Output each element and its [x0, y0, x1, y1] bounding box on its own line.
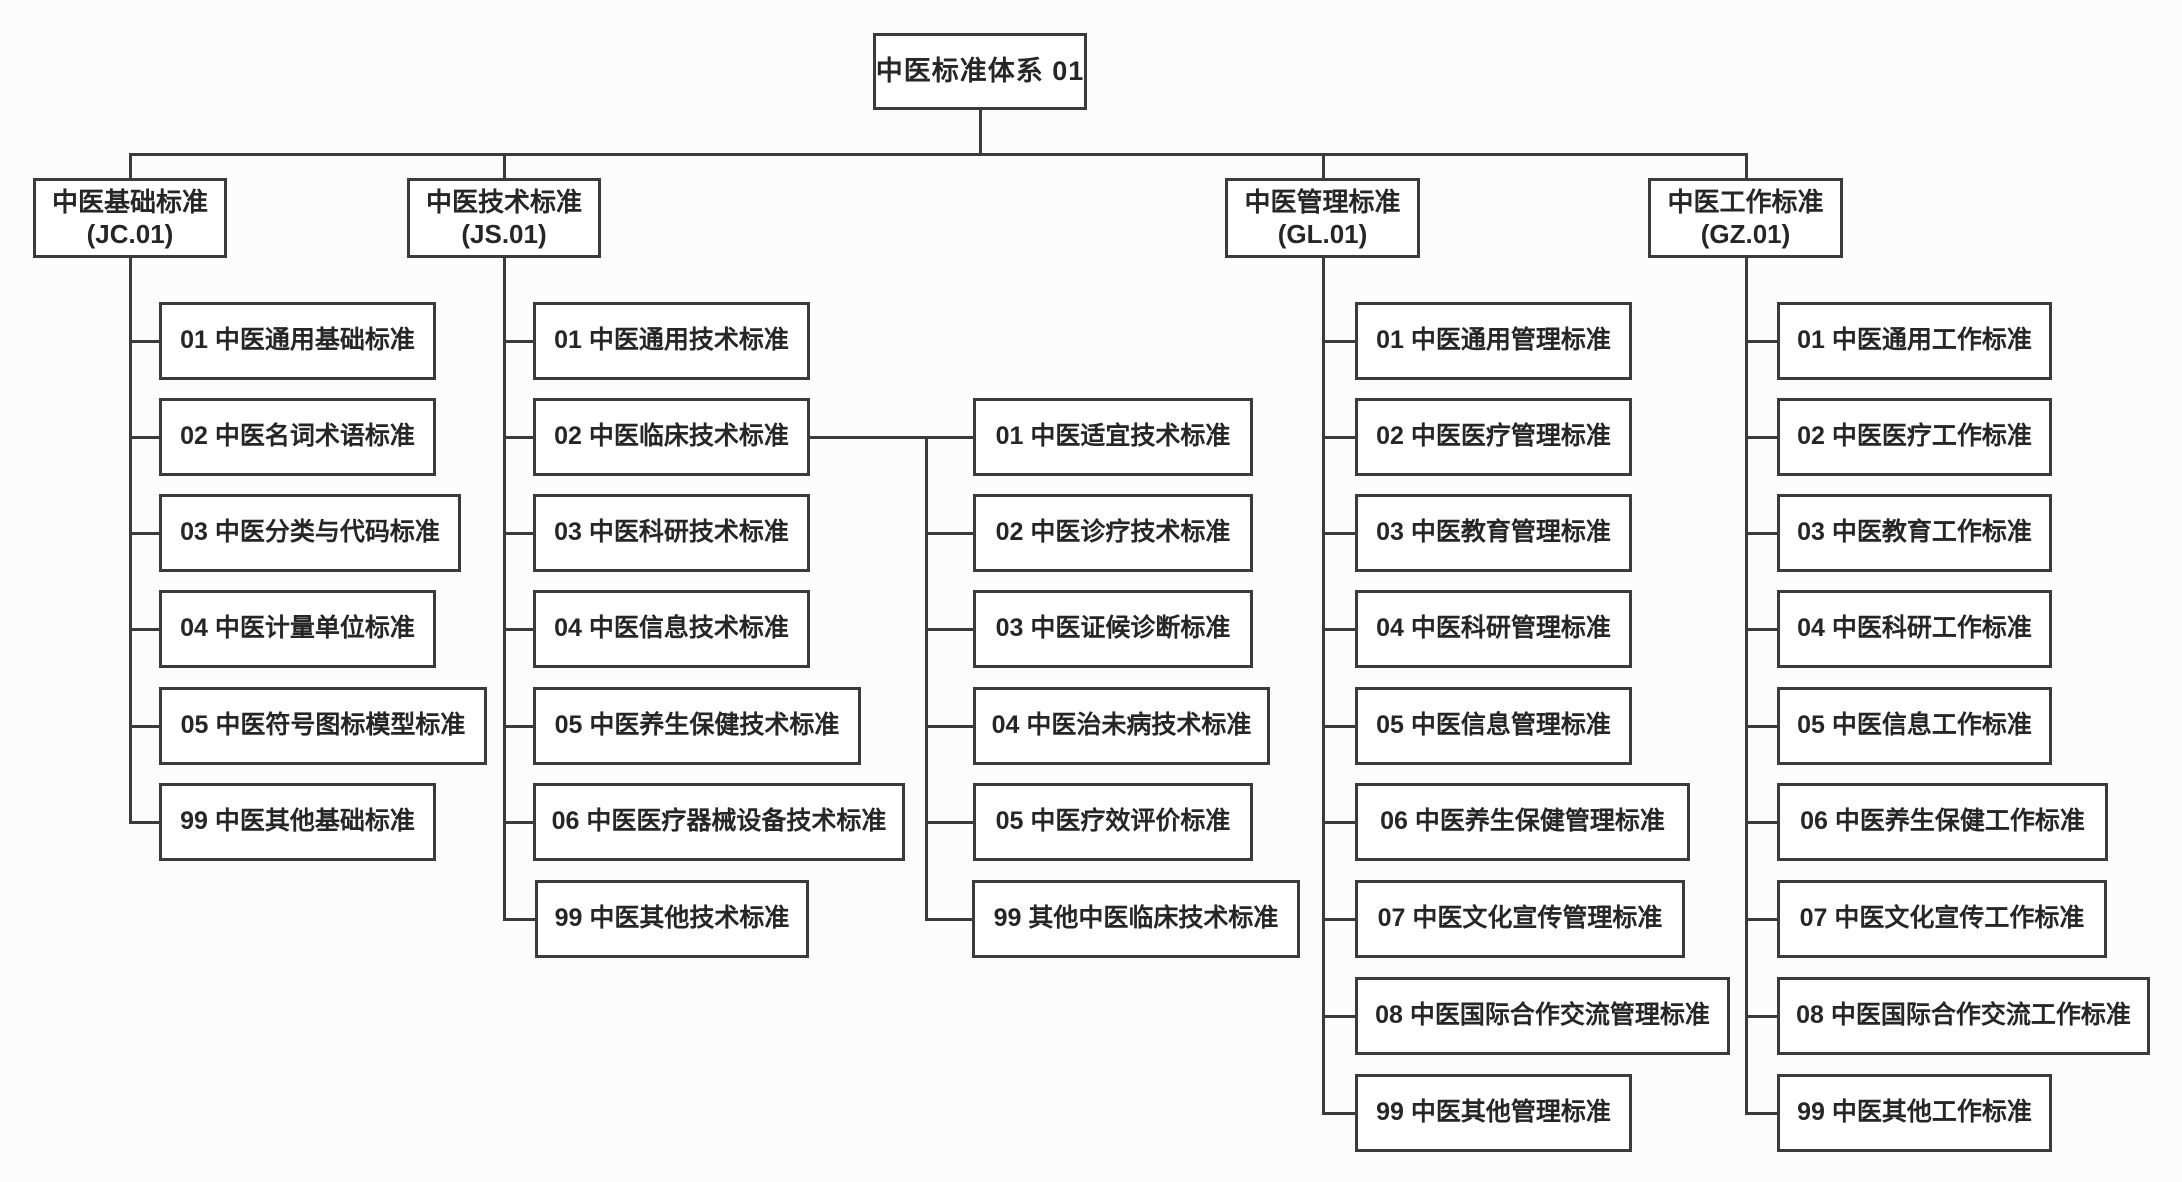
node-gl01-08: 08 中医国际合作交流管理标准 [1355, 977, 1730, 1055]
node-gz01-03: 03 中医教育工作标准 [1777, 494, 2052, 572]
node-gz01-04: 04 中医科研工作标准 [1777, 590, 2052, 668]
node-js01-02-sub-02: 02 中医诊疗技术标准 [973, 494, 1253, 572]
connector-line [1744, 257, 1748, 1114]
node-js01-02-sub-04: 04 中医治未病技术标准 [973, 687, 1270, 765]
branch-label-line: 中医技术标准 [425, 186, 582, 217]
node-js01-02-sub-01: 01 中医适宜技术标准 [973, 398, 1253, 476]
connector-line [1321, 436, 1356, 439]
connector-line [129, 628, 160, 631]
node-gz01-02: 02 中医医疗工作标准 [1777, 398, 2052, 476]
node-js01-04: 04 中医信息技术标准 [533, 590, 810, 668]
connector-line [129, 340, 160, 343]
node-gl01-99: 99 中医其他管理标准 [1355, 1074, 1632, 1152]
connector-line [503, 821, 534, 824]
branch-label-line: (GZ.01) [1700, 219, 1791, 249]
node-js01-02: 02 中医临床技术标准 [533, 398, 810, 476]
node-jc01-99: 99 中医其他基础标准 [159, 783, 436, 861]
connector-line [503, 257, 506, 920]
connector-line [129, 725, 160, 728]
node-js01-02-sub-05: 05 中医疗效评价标准 [973, 783, 1253, 861]
node-js01-99: 99 中医其他技术标准 [535, 880, 809, 958]
connector-line [503, 628, 534, 631]
connector-line [1321, 918, 1356, 921]
connector-line [1744, 436, 1778, 439]
connector-line [1744, 532, 1778, 535]
connector-line [1321, 1112, 1356, 1115]
branch-node-js01: 中医技术标准(JS.01) [407, 178, 601, 258]
connector-line [1744, 340, 1778, 343]
branch-label-line: (JC.01) [86, 219, 174, 249]
branch-label-line: 中医工作标准 [1667, 186, 1824, 217]
branch-label-line: 中医管理标准 [1244, 186, 1401, 217]
node-gl01-07: 07 中医文化宣传管理标准 [1355, 880, 1685, 958]
node-jc01-02: 02 中医名词术语标准 [159, 398, 436, 476]
connector-line [1744, 918, 1778, 921]
node-gz01-06: 06 中医养生保健工作标准 [1777, 783, 2108, 861]
connector-line [503, 918, 536, 921]
connector-line [129, 153, 132, 179]
connector-line [1321, 153, 1325, 179]
connector-line [925, 436, 974, 439]
branch-label-line: 中医基础标准 [51, 186, 208, 217]
connector-line [503, 725, 534, 728]
connector-line [1744, 725, 1778, 728]
connector-line [129, 436, 160, 439]
connector-line [925, 628, 974, 631]
connector-line [1744, 153, 1748, 179]
node-gz01-05: 05 中医信息工作标准 [1777, 687, 2052, 765]
connector-line [503, 532, 534, 535]
node-js01-06: 06 中医医疗器械设备技术标准 [533, 783, 905, 861]
connector-line [503, 340, 534, 343]
branch-label-line: (GL.01) [1277, 219, 1368, 249]
node-gl01-06: 06 中医养生保健管理标准 [1355, 783, 1690, 861]
node-gl01-05: 05 中医信息管理标准 [1355, 687, 1632, 765]
connector-line [1744, 1112, 1778, 1115]
connector-line [1321, 821, 1356, 824]
connector-line [129, 153, 1746, 156]
node-js01-05: 05 中医养生保健技术标准 [533, 687, 861, 765]
node-js01-03: 03 中医科研技术标准 [533, 494, 810, 572]
connector-line [925, 532, 974, 535]
node-gz01-01: 01 中医通用工作标准 [1777, 302, 2052, 380]
connector-line [1321, 628, 1356, 631]
connector-line [1744, 821, 1778, 824]
node-jc01-04: 04 中医计量单位标准 [159, 590, 436, 668]
node-gz01-08: 08 中医国际合作交流工作标准 [1777, 977, 2150, 1055]
node-jc01-05: 05 中医符号图标模型标准 [159, 687, 487, 765]
node-js01-02-sub-99: 99 其他中医临床技术标准 [972, 880, 1300, 958]
connector-line [925, 918, 973, 921]
node-jc01-03: 03 中医分类与代码标准 [159, 494, 461, 572]
connector-line [129, 257, 132, 823]
branch-node-jc01: 中医基础标准(JC.01) [33, 178, 227, 258]
node-gl01-04: 04 中医科研管理标准 [1355, 590, 1632, 668]
connector-line [503, 436, 534, 439]
connector-line [979, 109, 982, 155]
branch-node-gl01: 中医管理标准(GL.01) [1225, 178, 1420, 258]
connector-line [1744, 628, 1778, 631]
node-gl01-02: 02 中医医疗管理标准 [1355, 398, 1632, 476]
connector-line [1321, 725, 1356, 728]
node-gz01-07: 07 中医文化宣传工作标准 [1777, 880, 2107, 958]
connector-line [1744, 1015, 1778, 1018]
root-node: 中医标准体系 01 [873, 33, 1087, 110]
connector-line [129, 532, 160, 535]
node-js01-01: 01 中医通用技术标准 [533, 302, 810, 380]
branch-node-gz01: 中医工作标准(GZ.01) [1648, 178, 1843, 258]
connector-line [925, 436, 928, 920]
connector-line [1321, 340, 1356, 343]
node-jc01-01: 01 中医通用基础标准 [159, 302, 436, 380]
node-gl01-01: 01 中医通用管理标准 [1355, 302, 1632, 380]
connector-line [925, 725, 974, 728]
node-gl01-03: 03 中医教育管理标准 [1355, 494, 1632, 572]
connector-line [1321, 532, 1356, 535]
connector-line [1321, 257, 1325, 1114]
node-js01-02-sub-03: 03 中医证候诊断标准 [973, 590, 1253, 668]
branch-label-line: (JS.01) [461, 219, 547, 249]
connector-line [925, 821, 974, 824]
connector-line [129, 821, 160, 824]
connector-line [809, 436, 927, 439]
connector-line [1321, 1015, 1356, 1018]
connector-line [503, 153, 506, 179]
node-gz01-99: 99 中医其他工作标准 [1777, 1074, 2052, 1152]
